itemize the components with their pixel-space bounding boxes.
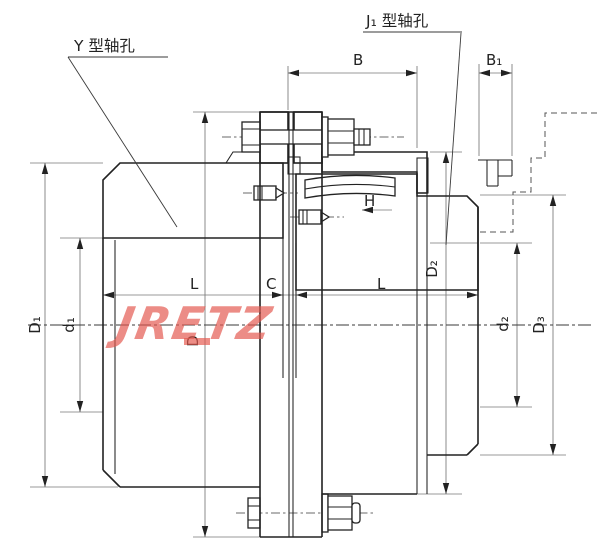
dim-label-L-left: L [190,275,199,293]
dim-label-D2: D₂ [423,260,441,278]
external-outline [102,111,479,538]
dim-label-C: C [266,275,276,293]
bottom-flange-bolt [247,493,361,533]
nut [327,118,355,156]
dim-label-H: H [364,192,375,210]
lube-plug-right [298,209,331,225]
dim-label-B1: B₁ [486,51,502,69]
watermark-logo: JRETZ [105,297,278,350]
dim-label-B: B [353,51,363,69]
callout-leaders [67,31,462,246]
dim-label-L-right: L [377,275,386,293]
hub-end-faces [282,238,297,378]
dim-label-d1: d₁ [60,317,78,333]
bolt-head [241,121,261,153]
j1-keyway-detail [478,159,513,187]
top-flange-bolt [241,116,371,158]
bolt-head [247,497,261,529]
watermark-text: JRETZ [105,297,278,350]
washer [321,493,329,533]
label-y-type-bore: Y 型轴孔 [73,37,135,55]
dim-label-D3: D₃ [530,316,548,334]
washer [321,116,329,158]
right-hub-section [295,173,479,291]
thread-stub [353,128,371,146]
drum-gear-tooth [304,174,396,199]
lube-plug-left [253,185,286,201]
gasket-seal [287,156,301,175]
dim-label-D1: D₁ [26,316,44,334]
dim-label-d2: d₂ [494,316,512,332]
nut [327,495,353,531]
label-j1-type-bore: J₁ 型轴孔 [365,12,429,30]
